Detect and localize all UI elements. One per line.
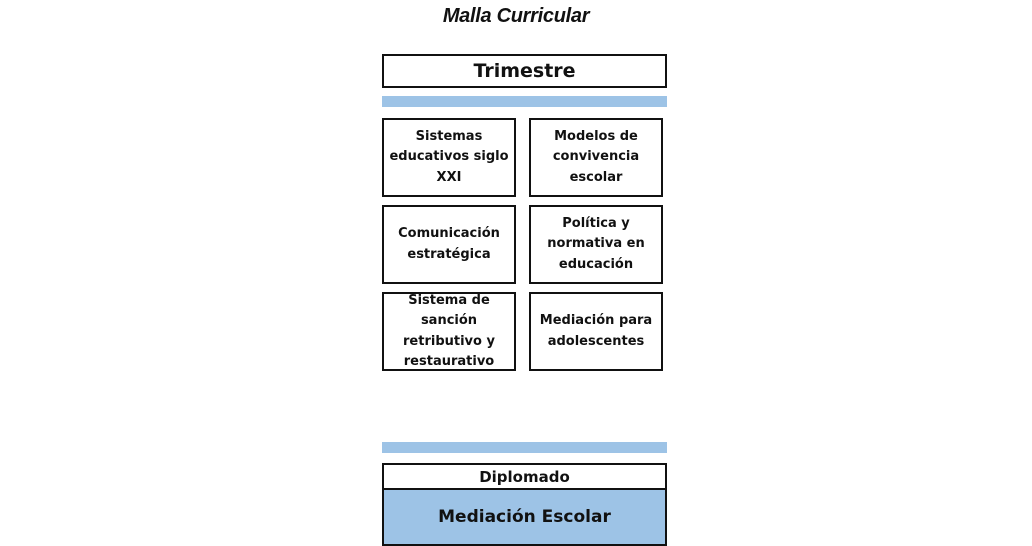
course-box: Sistema de sanción retributivo y restaur…	[382, 292, 516, 371]
course-box: Comunicación estratégica	[382, 205, 516, 284]
diploma-label: Diplomado	[382, 463, 667, 488]
course-grid: Sistemas educativos siglo XXI Modelos de…	[382, 118, 667, 371]
course-box: Modelos de convivencia escolar	[529, 118, 663, 197]
course-box: Política y normativa en educación	[529, 205, 663, 284]
bottom-divider-bar	[382, 442, 667, 453]
course-box: Mediación para adolescentes	[529, 292, 663, 371]
page-title: Malla Curricular	[442, 5, 590, 27]
diploma-name: Mediación Escolar	[382, 488, 667, 546]
period-header: Trimestre	[382, 54, 667, 88]
top-divider-bar	[382, 96, 667, 107]
course-box: Sistemas educativos siglo XXI	[382, 118, 516, 197]
